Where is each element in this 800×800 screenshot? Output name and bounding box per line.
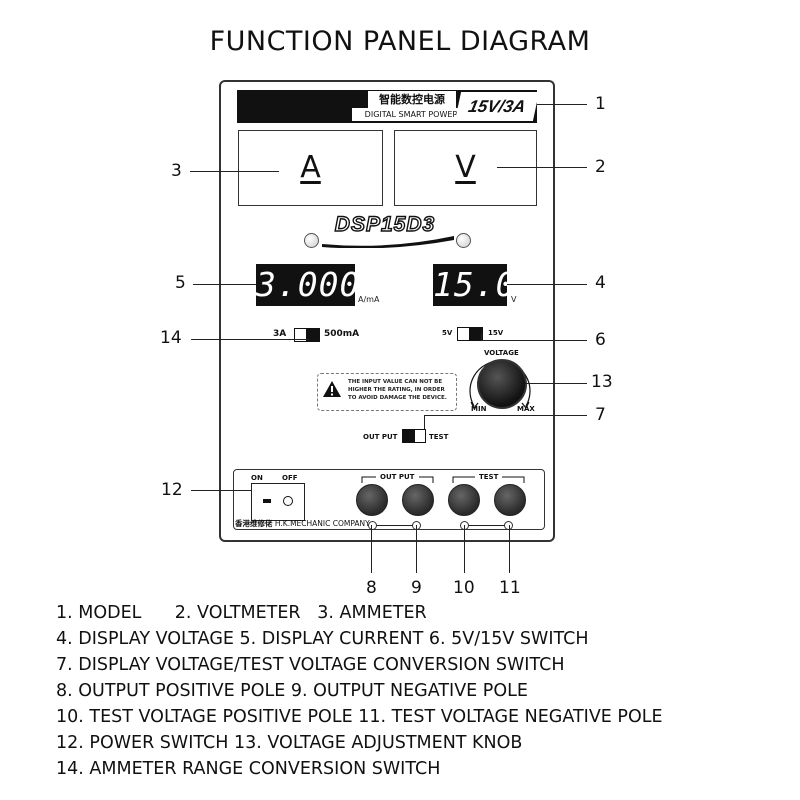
output-positive-mark [368,521,377,530]
output-negative-terminal[interactable] [402,484,434,516]
callout-line-6-drop [481,334,482,340]
legend-line-4: 8. OUTPUT POSITIVE POLE 9. OUTPUT NEGATI… [56,681,528,701]
power-switch[interactable] [251,483,305,521]
test-positive-terminal[interactable] [448,484,480,516]
output-test-label-output: OUT PUT [363,433,398,441]
company-label: 香港维修佬 H.K.MECHANIC COMPANY [235,518,370,529]
power-switch-on-mark [263,499,271,503]
output-positive-terminal[interactable] [356,484,388,516]
voltage-range-switch-knob [469,328,482,340]
callout-line-8 [371,525,372,573]
callout-line-5 [193,284,256,285]
model-chinese-name: 智能数控电源 [368,91,456,108]
callout-6: 6 [595,330,606,350]
callout-7: 7 [595,405,606,425]
legend-line-6: 12. POWER SWITCH 13. VOLTAGE ADJUSTMENT … [56,733,523,753]
model-rating: 15V/3A [454,92,540,121]
voltage-display: 15.0 [433,264,517,306]
callout-line-7 [424,415,587,416]
legend-line-1: 1. MODEL 2. VOLTMETER 3. AMMETER [56,603,427,623]
callout-line-13 [525,383,587,384]
output-test-switch-knob [403,430,415,442]
knob-min-label: MIN [471,405,487,413]
callout-line-1 [537,104,587,105]
ammeter: A [238,130,383,206]
test-polarity-link [464,525,508,526]
voltage-unit: V [511,295,517,304]
range-label-3a: 3A [273,329,287,339]
callout-13: 13 [591,372,613,392]
callout-9: 9 [411,578,422,598]
voltmeter: V [394,130,537,206]
power-off-label: OFF [282,474,298,482]
callout-12: 12 [161,480,183,500]
ammeter-range-switch-knob [306,329,319,341]
test-terminals-label: TEST [479,473,499,481]
test-negative-terminal[interactable] [494,484,526,516]
callout-8: 8 [366,578,377,598]
ammeter-symbol: A [300,150,321,185]
brand-logo: DSP15D3 [334,212,436,236]
legend-line-7: 14. AMMETER RANGE CONVERSION SWITCH [56,759,441,779]
warning-icon [323,381,341,397]
callout-5: 5 [175,273,186,293]
knob-max-label: MAX [517,405,535,413]
left-indicator-light [304,233,319,248]
voltage-knob-label: VOLTAGE [484,349,519,357]
callout-line-3 [190,171,279,172]
callout-line-2 [497,167,587,168]
callout-line-4 [507,284,587,285]
legend: 1. MODEL 2. VOLTMETER 3. AMMETER 4. DISP… [56,600,796,782]
callout-3: 3 [171,161,182,181]
callout-line-11 [509,525,510,573]
callout-line-14 [191,339,309,340]
power-switch-off-mark [283,496,293,506]
ammeter-range-switch[interactable] [294,328,320,342]
right-indicator-light [456,233,471,248]
callout-14: 14 [160,328,182,348]
legend-line-2: 4. DISPLAY VOLTAGE 5. DISPLAY CURRENT 6.… [56,629,589,649]
callout-line-9 [416,525,417,573]
callout-1: 1 [595,94,606,114]
volt-label-5v: 5V [442,329,453,337]
test-negative-mark [504,521,513,530]
output-terminal-bracket [361,476,434,483]
callout-line-6 [481,340,587,341]
callout-line-12 [191,490,251,491]
diagram-title: FUNCTION PANEL DIAGRAM [209,26,591,57]
callout-line-7-drop [424,415,425,429]
legend-line-5: 10. TEST VOLTAGE POSITIVE POLE 11. TEST … [56,707,663,727]
callout-2: 2 [595,157,606,177]
callout-4: 4 [595,273,606,293]
callout-11: 11 [499,578,521,598]
model-english-name: DIGITAL SMART POWER [352,108,462,121]
current-unit: A/mA [358,295,380,304]
warning-box [317,373,457,411]
test-terminal-bracket [452,476,525,483]
voltage-adjustment-knob[interactable] [477,359,527,409]
output-terminals-label: OUT PUT [380,473,415,481]
output-polarity-link [372,525,416,526]
power-on-label: ON [251,474,263,482]
output-test-label-test: TEST [429,433,449,441]
company-chinese: 香港维修佬 [235,519,273,528]
legend-line-3: 7. DISPLAY VOLTAGE/TEST VOLTAGE CONVERSI… [56,655,565,675]
company-english: H.K.MECHANIC COMPANY [274,519,370,528]
voltmeter-symbol: V [455,150,476,185]
voltage-range-switch[interactable] [457,327,483,341]
output-test-switch[interactable] [402,429,426,443]
current-display: 3.000 [256,264,361,306]
volt-label-15v: 15V [488,329,504,337]
callout-line-10 [464,525,465,573]
brand-swoosh [322,236,454,248]
warning-text: THE INPUT VALUE CAN NOT BE HIGHER THE RA… [348,379,447,401]
callout-10: 10 [453,578,475,598]
range-label-500ma: 500mA [324,329,360,339]
